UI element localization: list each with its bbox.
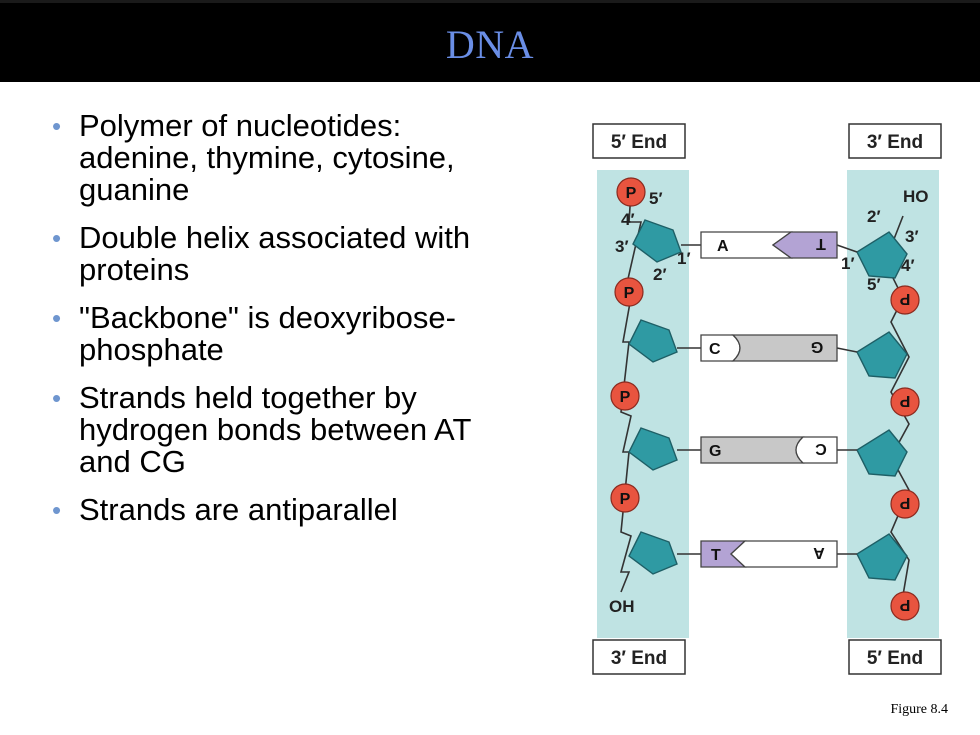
base-label-left: C [709,341,721,358]
base-pair-a-t: A T [700,231,838,259]
base-label-right: G [811,338,823,355]
figure-caption: Figure 8.4 [890,702,948,717]
left-hydroxyl-label: OH [609,597,635,616]
left-carbon-label: 5′ [649,189,663,208]
svg-text:P: P [899,290,910,307]
bullet-text: "Backbone" is deoxyribose-phosphate [79,300,456,367]
bullet-text: Double helix associated with proteins [79,220,471,287]
right-top-end-box: 3′ End [848,123,942,159]
base-label-left: A [717,238,729,255]
base-pair-g-c: G C [700,436,838,464]
bullet-icon: • [52,383,62,413]
right-sugar-pentagon [856,231,908,279]
left-sugar-pentagon [628,319,678,363]
left-phosphate: P [616,177,646,207]
bullet-list: • Polymer of nucleotides: adenine, thymin… [52,110,522,542]
left-bottom-end-box: 3′ End [592,639,686,675]
base-label-right: C [815,440,827,457]
right-sugar-pentagon [856,331,908,379]
right-sugar-pentagon [856,533,908,581]
right-carbon-label: 1′ [841,254,855,273]
glycosidic-bond [836,244,858,253]
left-phosphate: P [614,277,644,307]
left-sugar-pentagon [628,531,678,575]
right-carbon-label: 2′ [867,207,881,226]
bullet-item: • Strands held together by hydrogen bonds… [52,382,522,478]
right-hydroxyl-label: HO [903,187,929,206]
base-guanine [731,334,838,362]
svg-text:P: P [620,491,631,508]
left-carbon-label: 1′ [677,249,691,268]
right-phosphate: P [890,591,920,621]
base-label-right: A [813,544,825,561]
right-phosphate: P [890,489,920,519]
left-backbone-line [619,191,643,593]
right-phosphate: P [890,285,920,315]
glycosidic-bond [836,347,858,353]
bullet-item: • Polymer of nucleotides: adenine, thymin… [52,110,522,206]
left-bottom-end-label: 3′ End [611,648,667,669]
slide-title: DNA [445,22,535,67]
svg-text:P: P [624,285,635,302]
bullet-text: Strands held together by hydrogen bonds … [79,380,471,479]
right-top-end-label: 3′ End [867,132,923,153]
bullet-text: Strands are antiparallel [79,492,398,527]
left-phosphate: P [610,381,640,411]
base-label-left: G [709,443,721,460]
bullet-icon: • [52,495,62,525]
bullet-icon: • [52,303,62,333]
bullet-text: Polymer of nucleotides: adenine, thymine… [79,108,455,207]
base-pair-t-a: T A [700,540,838,568]
base-cytosine [795,436,838,464]
svg-text:P: P [899,494,910,511]
bullet-icon: • [52,223,62,253]
base-label-left: T [711,547,721,564]
left-top-end-label: 5′ End [611,132,667,153]
left-carbon-label: 4′ [621,210,635,229]
right-sugar-pentagon [856,429,908,477]
base-adenine [730,540,838,568]
right-bottom-end-box: 5′ End [848,639,942,675]
right-bottom-end-label: 5′ End [867,648,923,669]
bullet-item: • "Backbone" is deoxyribose-phosphate [52,302,522,366]
svg-text:P: P [620,389,631,406]
left-phosphate: P [610,483,640,513]
left-sugar-pentagon [632,219,682,263]
svg-text:P: P [899,392,910,409]
svg-text:P: P [899,596,910,613]
right-carbon-label: 5′ [867,275,881,294]
base-label-right: T [816,235,826,252]
base-thymine [771,231,838,259]
right-carbon-label: 3′ [905,227,919,246]
title-bar: DNA [0,0,980,82]
bullet-item: • Strands are antiparallel [52,494,522,526]
left-carbon-label: 2′ [653,265,667,284]
bullet-icon: • [52,111,62,141]
base-pair-c-g: C G [700,334,838,362]
bullet-item: • Double helix associated with proteins [52,222,522,286]
left-sugar-pentagon [628,427,678,471]
left-carbon-label: 3′ [615,237,629,256]
left-top-end-box: 5′ End [592,123,686,159]
dna-structure-diagram: 5′ End 3′ End 3′ End 5′ End OH HO 5′ 4′ … [592,123,942,675]
right-phosphate: P [890,387,920,417]
svg-text:P: P [626,185,637,202]
